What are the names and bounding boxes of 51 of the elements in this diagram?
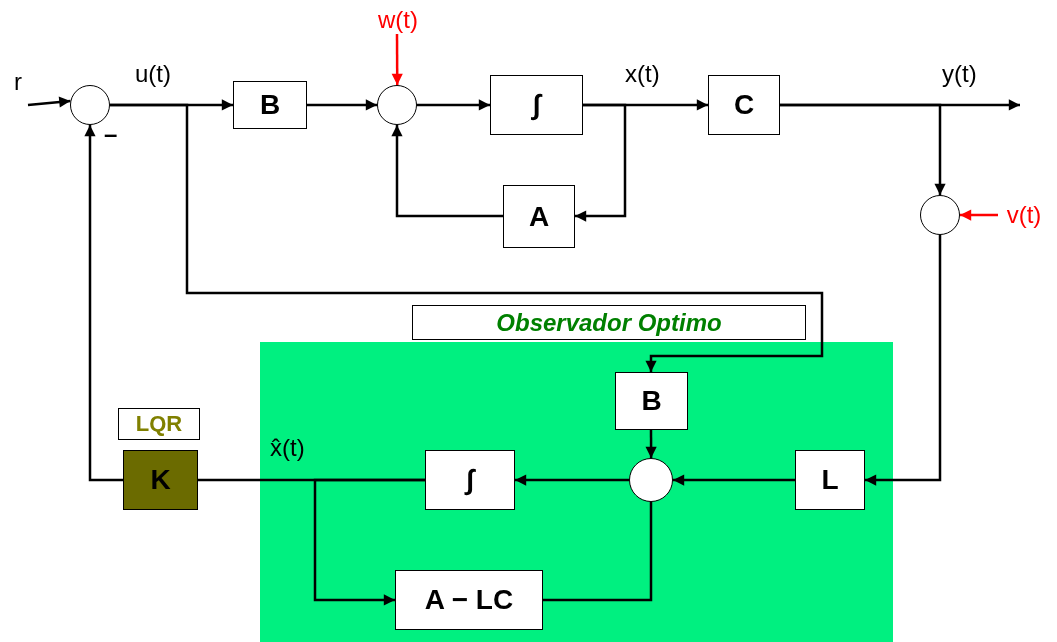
arrow xyxy=(391,125,503,218)
block-label: ∫ xyxy=(532,89,541,121)
block-box xyxy=(233,81,307,129)
block-label: C xyxy=(733,89,755,121)
block-box xyxy=(395,570,543,630)
block-label: Observador Optimo xyxy=(496,308,722,337)
block-box xyxy=(708,75,780,135)
arrow xyxy=(110,103,824,372)
summing-junction xyxy=(629,458,673,502)
signal-label: x(t) xyxy=(625,62,660,86)
signal-label: w(t) xyxy=(378,8,418,32)
block-box xyxy=(490,75,583,135)
block-label: A xyxy=(528,200,550,233)
arrow xyxy=(391,34,403,85)
summing-junction xyxy=(377,85,417,125)
arrow xyxy=(417,99,490,111)
arrow xyxy=(645,430,657,458)
arrow xyxy=(307,99,377,111)
signal-label: u(t) xyxy=(135,62,171,86)
signal-label: v(t) xyxy=(1006,203,1042,227)
arrow xyxy=(515,474,629,486)
arrow xyxy=(673,474,795,486)
block-label: K xyxy=(150,464,171,496)
block-box xyxy=(795,450,865,510)
arrow xyxy=(84,125,123,482)
block-label: ∫ xyxy=(466,464,474,496)
minus-sign: – xyxy=(104,122,118,146)
title-box xyxy=(412,305,806,340)
arrow xyxy=(27,96,71,108)
summing-junction xyxy=(920,195,960,235)
arrow xyxy=(313,478,425,606)
block-label: B xyxy=(641,385,662,417)
signal-label: r xyxy=(14,70,22,94)
block-label: B xyxy=(259,89,281,121)
arrow xyxy=(575,103,627,222)
block-box xyxy=(425,450,515,510)
summing-junction xyxy=(70,85,110,125)
connector-line xyxy=(543,502,653,602)
label-box xyxy=(118,408,200,440)
signal-label: y(t) xyxy=(942,62,977,86)
block-label: LQR xyxy=(135,411,183,437)
observer-region xyxy=(260,342,893,642)
block-label: A − LC xyxy=(424,584,514,616)
block-box xyxy=(615,372,688,430)
block-label: L xyxy=(821,464,839,496)
arrow xyxy=(960,209,998,221)
arrow xyxy=(780,103,946,195)
signal-label: x̂(t) xyxy=(270,436,305,460)
arrow xyxy=(865,235,942,486)
block-box xyxy=(503,185,575,248)
block-box xyxy=(123,450,198,510)
